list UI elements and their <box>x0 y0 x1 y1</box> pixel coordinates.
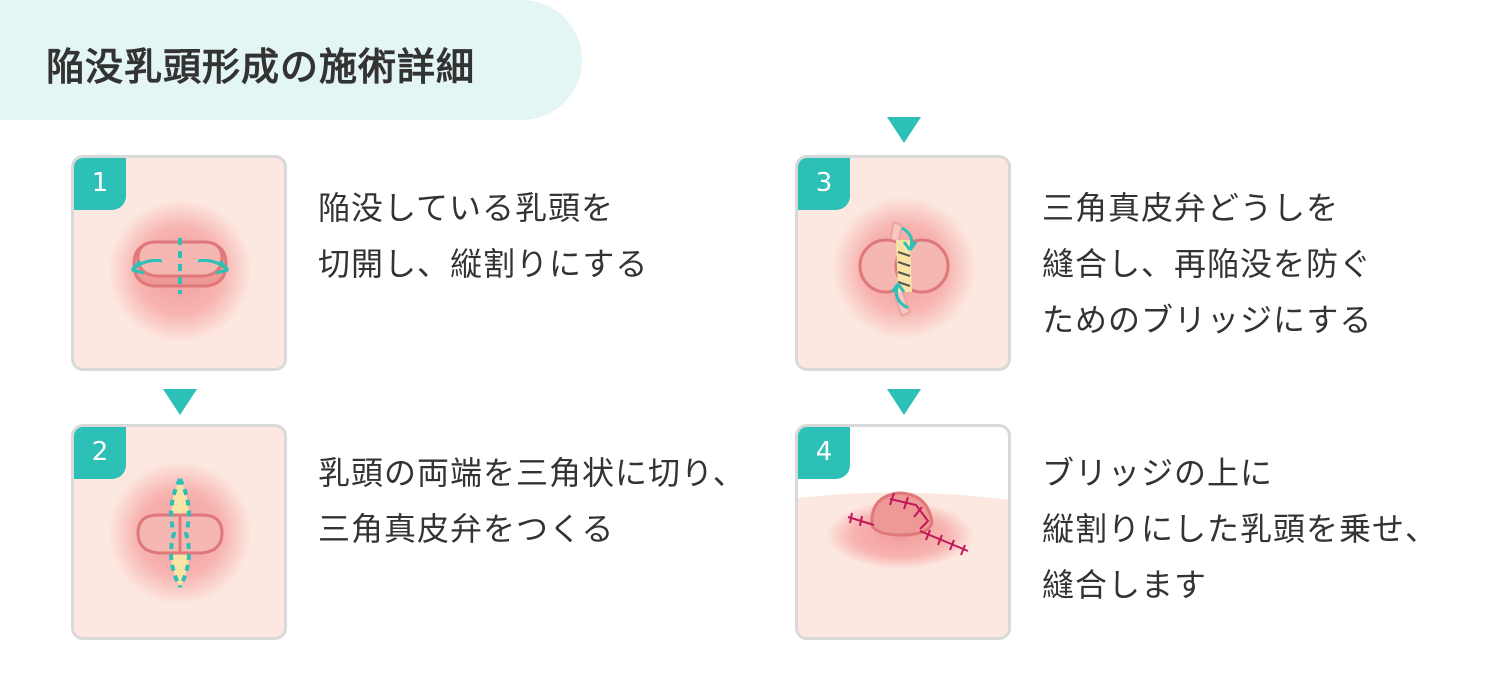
incision-line <box>169 478 182 588</box>
down-arrow-icon <box>887 117 921 143</box>
title-band: 陥没乳頭形成の施術詳細 <box>0 0 582 120</box>
page-title: 陥没乳頭形成の施術詳細 <box>46 45 476 89</box>
step-text-line: 陥没している乳頭を <box>318 189 615 227</box>
step-text-line: 縫合し、再陥没を防ぐ <box>1042 245 1373 283</box>
incision-illustration <box>108 199 252 343</box>
step-text-line: 切開し、縦割りにする <box>318 245 649 283</box>
step-3-description: 三角真皮弁どうしを 縫合し、再陥没を防ぐ ためのブリッジにする <box>1042 180 1372 348</box>
step-text-line: 縫合します <box>1042 566 1208 604</box>
step-2-illustration: 2 <box>71 424 287 640</box>
step-text-line: 三角真皮弁どうしを <box>1042 189 1340 227</box>
flap-illustration <box>108 461 252 605</box>
step-number-badge: 1 <box>74 158 126 210</box>
step-1-description: 陥没している乳頭を 切開し、縦割りにする <box>318 180 648 292</box>
step-3-illustration: 3 <box>795 155 1011 371</box>
nipple <box>136 240 224 278</box>
down-arrow-icon <box>163 389 197 415</box>
step-text-line: 乳頭の両端を三角状に切り、 <box>318 454 746 492</box>
step-4-illustration: 4 <box>795 424 1011 640</box>
bridge-illustration <box>832 196 976 340</box>
down-arrow-icon <box>887 389 921 415</box>
step-2-description: 乳頭の両端を三角状に切り、 三角真皮弁をつくる <box>318 445 746 557</box>
step-text-line: ためのブリッジにする <box>1042 301 1373 339</box>
step-text-line: 縦割りにした乳頭を乗せ、 <box>1042 510 1439 548</box>
step-1-illustration: 1 <box>71 155 287 371</box>
nipple <box>870 491 934 537</box>
step-number-badge: 2 <box>74 427 126 479</box>
step-number-badge: 3 <box>798 158 850 210</box>
step-text-line: 三角真皮弁をつくる <box>318 510 615 548</box>
step-number-badge: 4 <box>798 427 850 479</box>
step-text-line: ブリッジの上に <box>1042 454 1274 492</box>
step-4-description: ブリッジの上に 縦割りにした乳頭を乗せ、 縫合します <box>1042 445 1438 613</box>
